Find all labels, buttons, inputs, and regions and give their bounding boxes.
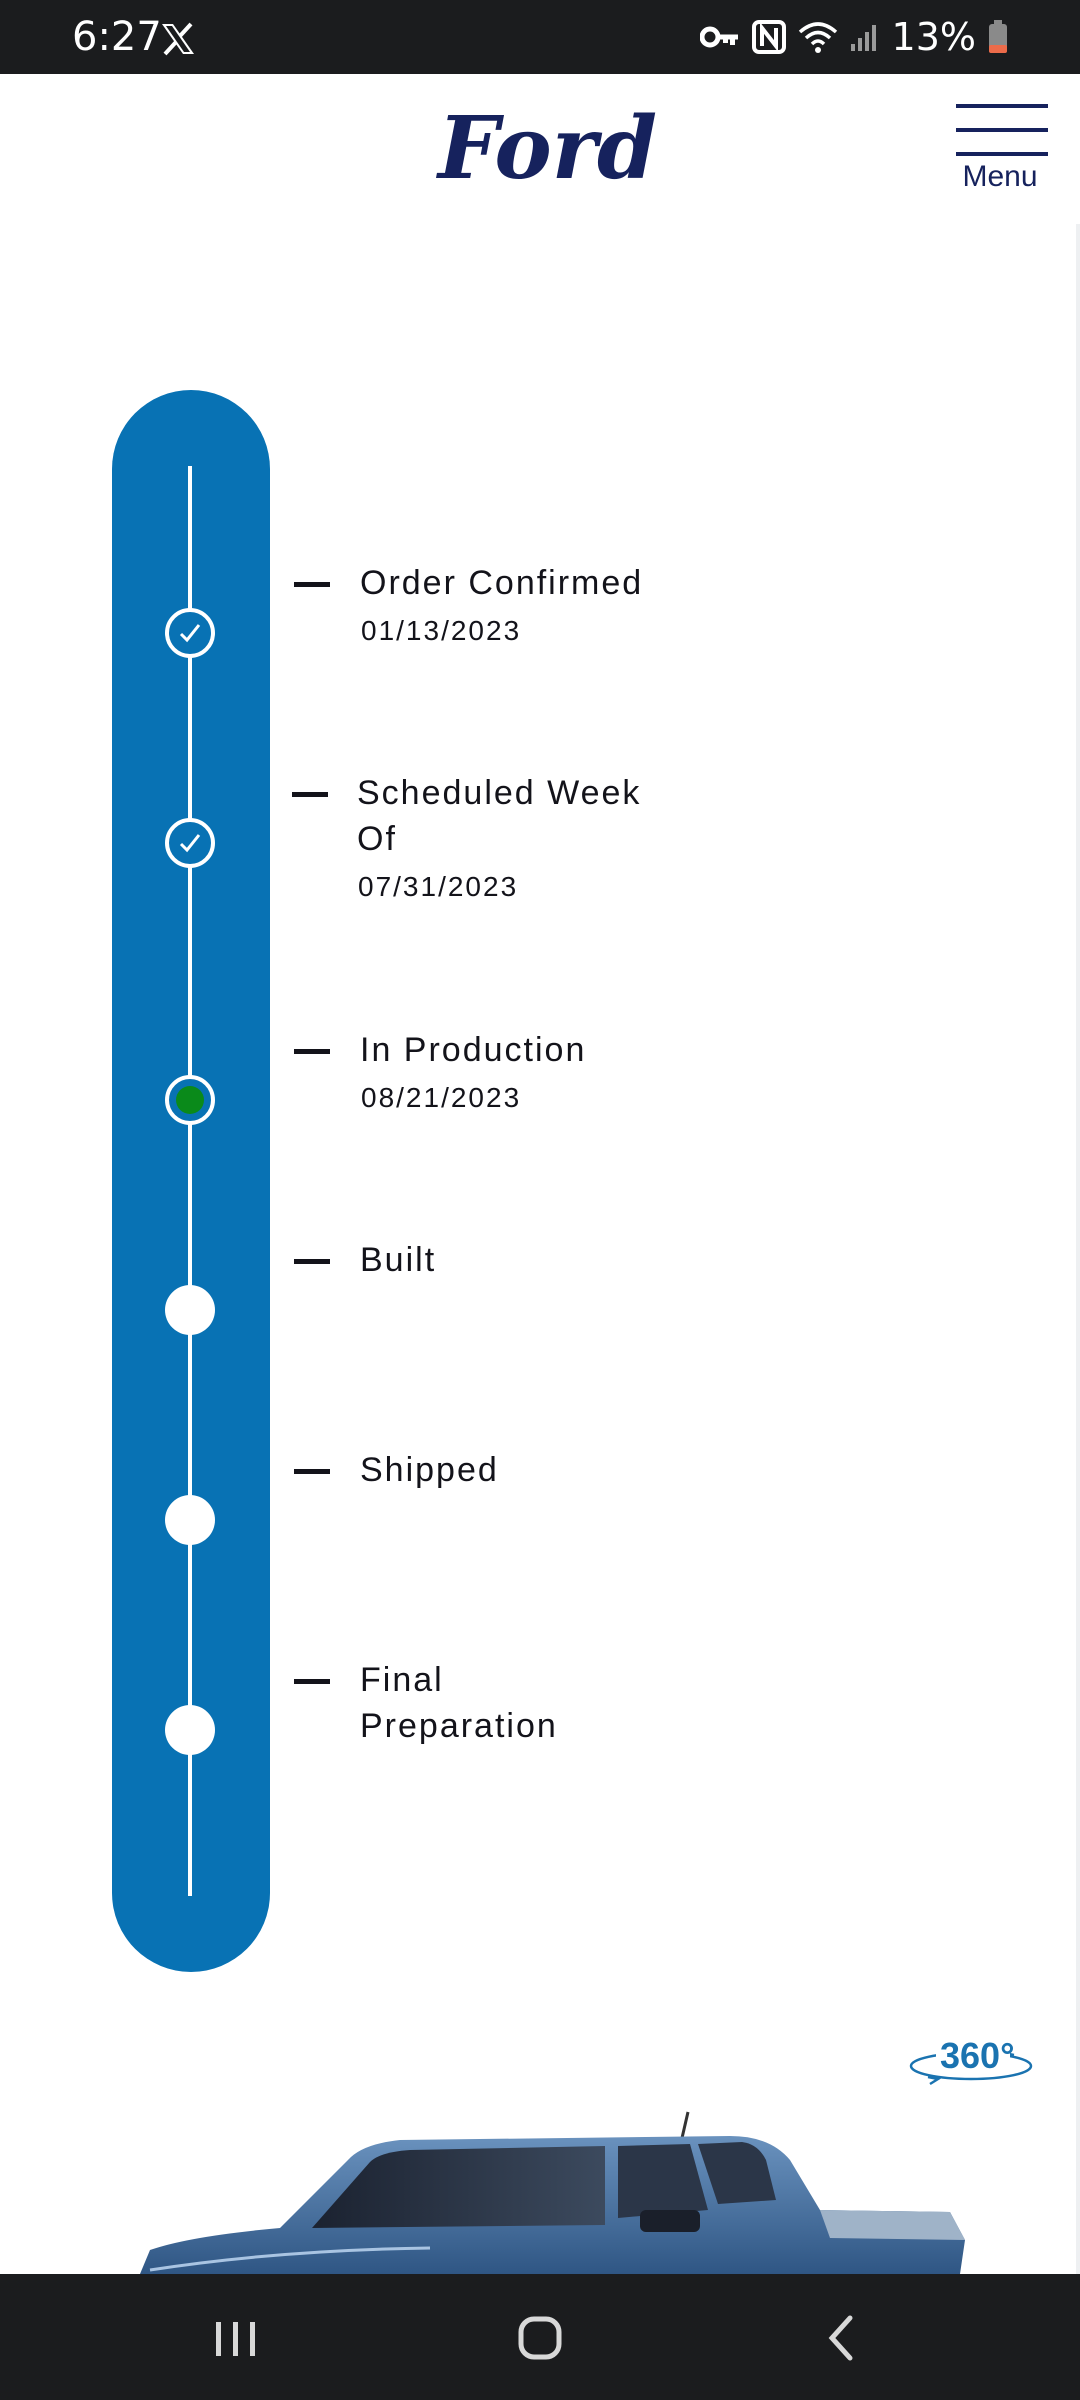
step-pending-node bbox=[165, 1285, 215, 1335]
step-dash bbox=[294, 1049, 330, 1054]
step-title: Built bbox=[360, 1241, 437, 1279]
signal-icon bbox=[850, 25, 876, 51]
svg-text:Ford: Ford bbox=[435, 100, 657, 196]
vehicle-image[interactable] bbox=[130, 2100, 980, 2274]
step-title: Final Preparation bbox=[360, 1661, 558, 1745]
back-button[interactable] bbox=[802, 2302, 882, 2372]
scroll-edge bbox=[1076, 224, 1080, 2274]
check-icon bbox=[179, 834, 201, 853]
recent-apps-button[interactable] bbox=[196, 2302, 276, 2372]
wifi-icon bbox=[798, 22, 837, 53]
vpn-key-icon bbox=[699, 26, 738, 48]
battery-low-icon bbox=[989, 20, 1007, 53]
step-date: 08/21/2023 bbox=[361, 1082, 522, 1113]
rotate-360-icon: 360° bbox=[909, 2035, 1033, 2086]
step-title: In Production bbox=[360, 1031, 587, 1069]
step-dash bbox=[294, 1469, 330, 1474]
step-current-node bbox=[165, 1075, 215, 1125]
check-icon bbox=[179, 624, 201, 643]
step-title: Order Confirmed bbox=[360, 564, 644, 602]
nfc-icon bbox=[751, 20, 786, 54]
menu-label: Menu bbox=[962, 160, 1038, 193]
step-dash bbox=[294, 582, 330, 587]
step-title: Scheduled Week Of bbox=[357, 774, 642, 858]
current-dot bbox=[176, 1086, 204, 1114]
step-complete-node bbox=[165, 818, 215, 868]
step-dash bbox=[292, 792, 328, 797]
view-360-button[interactable]: 360° bbox=[908, 2030, 1038, 2090]
svg-text:360°: 360° bbox=[940, 2035, 1014, 2076]
timeline-track bbox=[188, 466, 192, 1896]
hamburger-icon bbox=[956, 104, 1048, 156]
step-pending-node bbox=[165, 1705, 215, 1755]
x-app-icon bbox=[162, 22, 194, 56]
step-title: Shipped bbox=[360, 1451, 499, 1489]
step-dash bbox=[294, 1259, 330, 1264]
status-time: 6:27 bbox=[72, 14, 162, 60]
ford-logo[interactable]: Ford bbox=[434, 100, 658, 196]
step-pending-node bbox=[165, 1495, 215, 1545]
step-date: 07/31/2023 bbox=[358, 871, 519, 902]
step-date: 01/13/2023 bbox=[361, 615, 522, 646]
system-navigation-bar bbox=[0, 2274, 1080, 2400]
step-complete-node bbox=[165, 608, 215, 658]
battery-percent: 13% bbox=[891, 15, 976, 59]
step-dash bbox=[294, 1679, 330, 1684]
status-bar: 6:27 bbox=[0, 0, 1080, 74]
site-header: Ford Menu bbox=[0, 74, 1080, 224]
menu-button[interactable]: Menu bbox=[950, 100, 1050, 210]
status-icons: 13% bbox=[699, 14, 1008, 60]
home-button[interactable] bbox=[500, 2302, 580, 2372]
